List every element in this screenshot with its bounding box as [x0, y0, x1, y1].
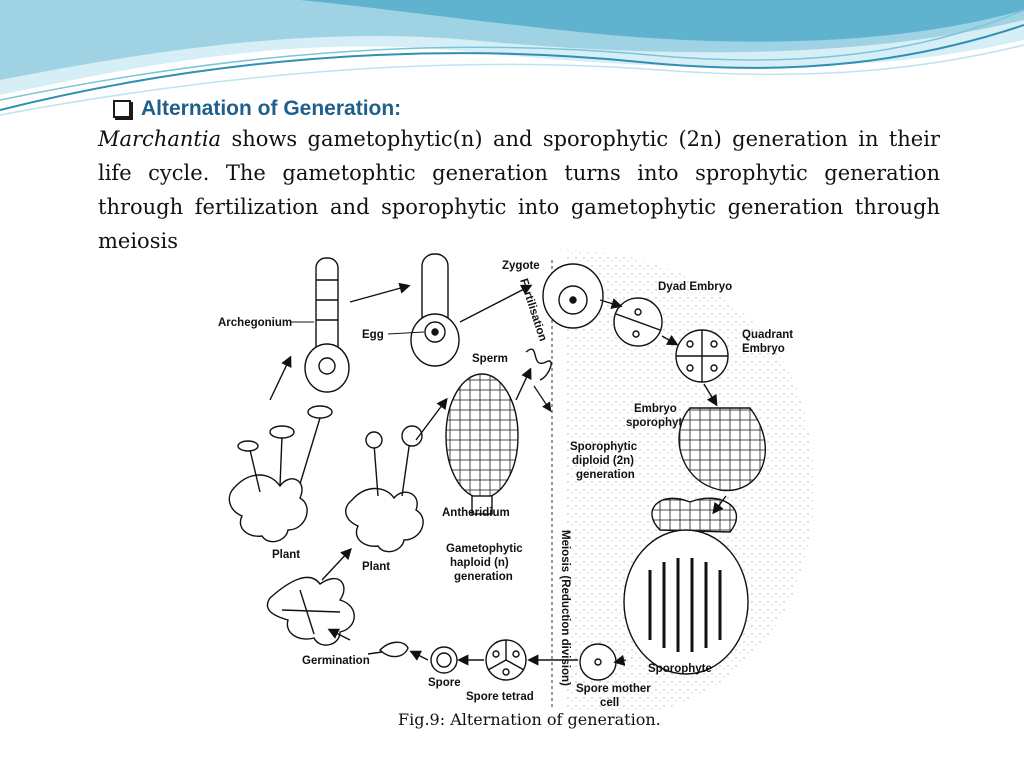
- label-germination: Germination: [302, 655, 370, 667]
- label-spore-tetrad: Spore tetrad: [466, 691, 534, 703]
- zygote-drawing: [542, 263, 604, 329]
- body-italic-term: Marchantia: [98, 127, 222, 151]
- label-dyad-embryo: Dyad Embryo: [658, 281, 732, 293]
- life-cycle-figure: Archegonium Egg Zygote Fertilisation: [190, 240, 846, 724]
- label-sporophytic-2: diploid (2n): [572, 455, 634, 467]
- sperm-drawing: [525, 348, 552, 381]
- label-archegonium: Archegonium: [218, 317, 292, 329]
- header-wave-decoration: [0, 0, 1024, 116]
- label-spore-mother-1: Spore mother: [576, 683, 651, 695]
- label-sperm: Sperm: [472, 353, 508, 365]
- label-antheridium: Antheridium: [442, 507, 510, 519]
- label-sporophytic-3: generation: [576, 469, 635, 481]
- label-sporophyte: Sporophyte: [648, 663, 712, 675]
- label-egg: Egg: [362, 329, 384, 341]
- label-quadrant-embryo-1: Quadrant: [742, 329, 793, 341]
- label-spore-mother-2: cell: [600, 697, 619, 709]
- label-zygote: Zygote: [502, 260, 540, 272]
- label-embryo-sporophyte-1: Embryo: [634, 403, 677, 415]
- label-spore: Spore: [428, 677, 461, 689]
- spore-mother-cell-drawing: [579, 643, 617, 681]
- label-gametophytic-2: haploid (n): [450, 557, 509, 569]
- embryo-sporophyte-drawing: [678, 407, 766, 492]
- label-plant-left: Plant: [272, 549, 300, 561]
- checkbox-bullet-icon: [113, 100, 131, 118]
- slide-heading: Alternation of Generation:: [113, 92, 401, 126]
- label-gametophytic-1: Gametophytic: [446, 543, 523, 555]
- label-gametophytic-3: generation: [454, 571, 513, 583]
- label-meiosis: Meiosis (Reduction division): [559, 530, 571, 686]
- label-sporophytic-1: Sporophytic: [570, 441, 638, 453]
- protonema-drawing: [266, 576, 355, 646]
- figure-caption: Fig.9: Alternation of generation.: [398, 710, 661, 729]
- plant-left-drawing: [228, 405, 333, 543]
- body-paragraph: Marchantia shows gametophytic(n) and spo…: [98, 122, 940, 258]
- heading-text: Alternation of Generation:: [141, 97, 402, 120]
- label-embryo-sporophyte-2: sporophyte: [626, 417, 689, 429]
- label-quadrant-embryo-2: Embryo: [742, 343, 785, 355]
- label-plant-right: Plant: [362, 561, 390, 573]
- life-cycle-diagram: Archegonium Egg Zygote Fertilisation: [218, 249, 814, 711]
- spore-drawing: [430, 646, 458, 674]
- spore-tetrad-drawing: [485, 639, 527, 681]
- plant-right-drawing: [345, 425, 424, 553]
- dyad-embryo-drawing: [613, 297, 663, 347]
- egg-drawing: [410, 253, 460, 367]
- germination-drawing: [367, 641, 409, 658]
- archegonium-drawing: [304, 257, 350, 393]
- antheridium-drawing: [445, 373, 519, 515]
- body-text: shows gametophytic(n) and sporophytic (2…: [98, 127, 940, 253]
- quadrant-embryo-drawing: [675, 329, 729, 383]
